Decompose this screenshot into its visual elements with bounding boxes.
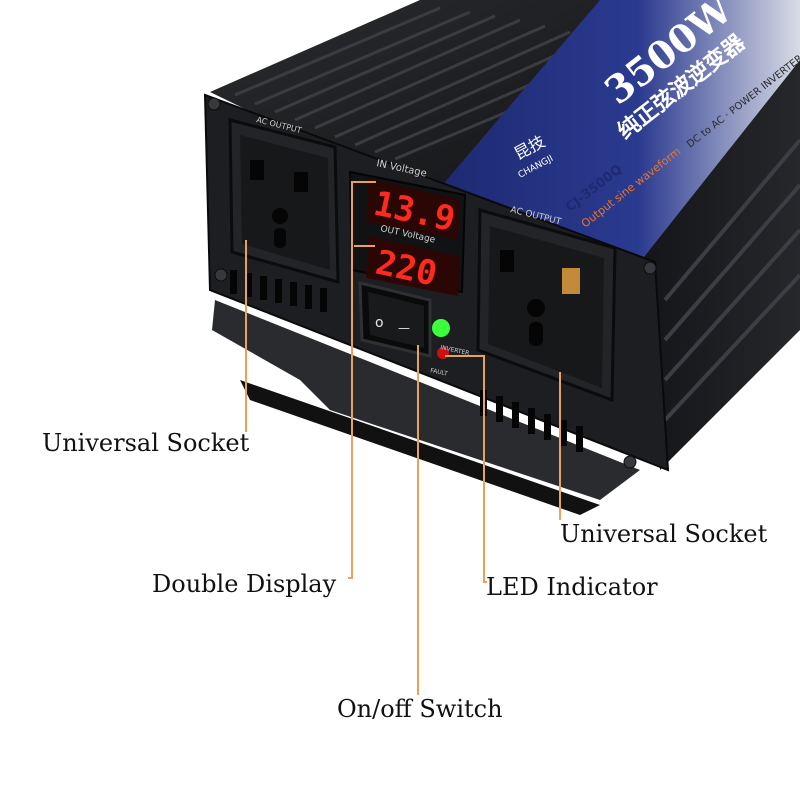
base-shadow (240, 380, 600, 515)
right-universal-socket[interactable] (476, 208, 617, 403)
housing-side (640, 60, 800, 470)
screw (623, 455, 637, 469)
double-display (348, 170, 467, 296)
switch-off-symbol: — (398, 321, 410, 335)
callout-on-off-switch: On/off Switch (337, 695, 503, 723)
screw (643, 261, 657, 275)
mounting-base (212, 300, 640, 500)
left-universal-socket[interactable] (228, 118, 340, 284)
callout-lines (245, 181, 561, 695)
callout-double-display: Double Display (152, 570, 337, 598)
on-off-switch[interactable] (358, 281, 432, 358)
screw (214, 268, 228, 282)
callout-led-indicator: LED Indicator (486, 573, 658, 601)
side-fins (663, 138, 800, 422)
led-fault-label: FAULT (430, 367, 449, 378)
led-green (432, 319, 450, 337)
switch-on-symbol: o (375, 315, 384, 331)
callout-universal-socket-right: Universal Socket (560, 520, 768, 548)
callout-universal-socket-left: Universal Socket (42, 429, 250, 457)
screw (207, 97, 221, 111)
product-label (440, 0, 800, 262)
